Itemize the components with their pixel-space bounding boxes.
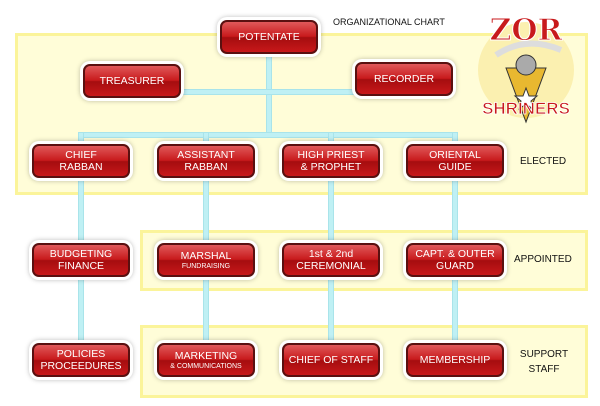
line1: CAPT. & OUTER xyxy=(415,248,495,260)
connector xyxy=(78,132,84,344)
line1: ASSISTANT xyxy=(177,149,235,161)
recorder-button[interactable]: RECORDER xyxy=(355,62,453,96)
line2: FUNDRAISING xyxy=(181,262,231,270)
high-priest-button[interactable]: HIGH PRIEST& PROPHET xyxy=(282,144,380,178)
line2: & PROPHET xyxy=(300,161,362,173)
treasurer-label: TREASURER xyxy=(99,75,165,87)
line1: MARKETING xyxy=(174,349,238,362)
svg-text:ZOR: ZOR xyxy=(490,13,564,48)
zor-shriners-logo: ZOR SHRINERS xyxy=(478,13,574,124)
line1: MEMBERSHIP xyxy=(419,354,491,366)
connector xyxy=(266,52,272,138)
recorder-label: RECORDER xyxy=(373,73,435,85)
line1: BUDGETING xyxy=(49,248,113,260)
line2: & COMMUNICATIONS xyxy=(170,362,242,370)
connector xyxy=(182,89,355,95)
marketing-button[interactable]: MARKETING& COMMUNICATIONS xyxy=(157,343,255,377)
potentate-button[interactable]: POTENTATE xyxy=(220,20,318,54)
line2: GUARD xyxy=(436,260,474,272)
chief-of-staff-button[interactable]: CHIEF OF STAFF xyxy=(282,343,380,377)
line1: CHIEF xyxy=(65,149,97,161)
line2: PROCEEDURES xyxy=(40,360,122,372)
support-label-line1: SUPPORT xyxy=(519,349,569,360)
line2: RABBAN xyxy=(59,161,103,173)
potentate-label: POTENTATE xyxy=(238,31,300,43)
svg-text:SHRINERS: SHRINERS xyxy=(482,99,570,118)
chart-title: ORGANIZATIONAL CHART xyxy=(333,17,445,27)
line2: CEREMONIAL xyxy=(296,260,366,272)
support-staff-label: SUPPORT STAFF xyxy=(518,347,570,377)
line1: HIGH PRIEST xyxy=(297,149,365,161)
line1: ORIENTAL xyxy=(429,149,481,161)
connector xyxy=(452,132,458,344)
treasurer-button[interactable]: TREASURER xyxy=(83,64,181,98)
line1: 1st & 2nd xyxy=(308,248,354,260)
line1: CHIEF OF STAFF xyxy=(288,354,374,366)
support-label-line2: STAFF xyxy=(528,364,560,375)
line1: MARSHAL xyxy=(180,249,232,262)
line2: FINANCE xyxy=(57,260,105,272)
elected-label: ELECTED xyxy=(520,156,567,167)
appointed-label: APPOINTED xyxy=(514,254,572,265)
line2: RABBAN xyxy=(184,161,228,173)
membership-button[interactable]: MEMBERSHIP xyxy=(406,343,504,377)
connector xyxy=(328,132,334,344)
line1: POLICIES xyxy=(56,348,106,360)
connector xyxy=(203,132,209,344)
line2: GUIDE xyxy=(438,161,472,173)
connector xyxy=(78,132,458,138)
